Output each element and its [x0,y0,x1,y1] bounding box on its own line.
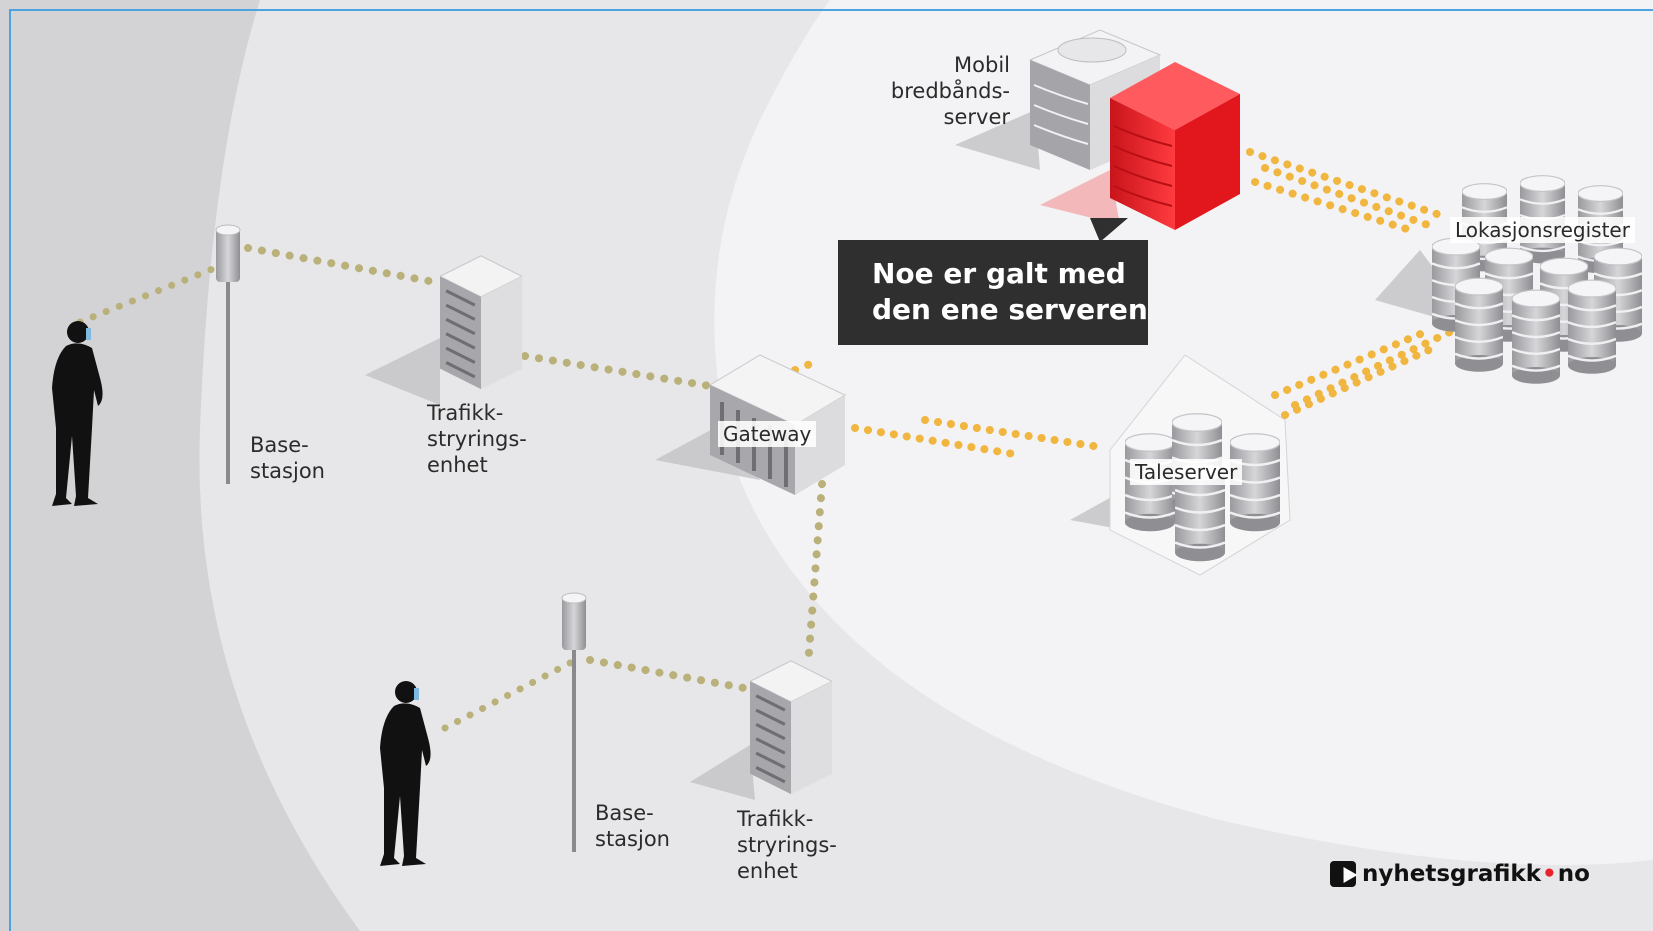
logo-name: nyhetsgrafikk [1362,861,1541,887]
callout-line: den ene serveren [872,293,1148,326]
label-line: Trafikk- [427,401,504,425]
label-line: bredbånds- [890,79,1010,103]
voice-server-label: Taleserver [1130,459,1243,485]
label-line: stryrings- [737,833,837,857]
link-base2-traffic2 [586,656,759,694]
link-gateway-taleserver [851,416,1104,459]
link-gateway-traffic2 [804,480,826,669]
label-line: Mobil [954,53,1010,77]
logo-tld: no [1557,861,1590,887]
server-rack-icon [750,660,832,795]
label-line: Base- [250,433,309,457]
label-line: stasjon [250,459,325,483]
link-base1-traffic1 [244,244,444,287]
link-broadband-location [1246,148,1444,234]
logo-separator: • [1542,861,1557,887]
error-callout: Noe er galt med den ene serveren [838,240,1148,345]
base-station-label-bottom: Base- stasjon [595,800,670,852]
base-station-label-top: Base- stasjon [250,432,325,484]
faulty-server-shadow [1040,170,1120,225]
mobile-broadband-server-label: Mobil bredbånds- server [890,52,1010,130]
label-line: Base- [595,801,654,825]
location-register-label: Lokasjonsregister [1450,217,1635,243]
label-line: enhet [427,453,488,477]
link-gateway-up [791,358,819,374]
label-line: enhet [737,859,798,883]
callout-pointer [1090,218,1128,242]
gateway-label: Gateway [718,421,817,447]
cursor-logo-icon [1330,861,1356,887]
traffic-unit-label-bottom: Trafikk- stryrings- enhet [737,806,837,884]
label-line: server [943,105,1010,129]
server-rack-icon [440,255,522,390]
callout-line: Noe er galt med [872,257,1126,290]
nyhetsgrafikk-logo[interactable]: nyhetsgrafikk • no [1330,857,1590,891]
label-line: Trafikk- [737,807,814,831]
faulty-server-icon [1110,62,1240,230]
label-line: stasjon [595,827,670,851]
link-person2-base2 [441,658,576,732]
links [76,148,1454,732]
link-person1-base1 [76,264,219,326]
link-traffic1-gateway [521,352,714,390]
traffic-unit-label-top: Trafikk- stryrings- enhet [427,400,527,478]
label-line: stryrings- [427,427,527,451]
link-taleserver-location [1271,326,1454,419]
